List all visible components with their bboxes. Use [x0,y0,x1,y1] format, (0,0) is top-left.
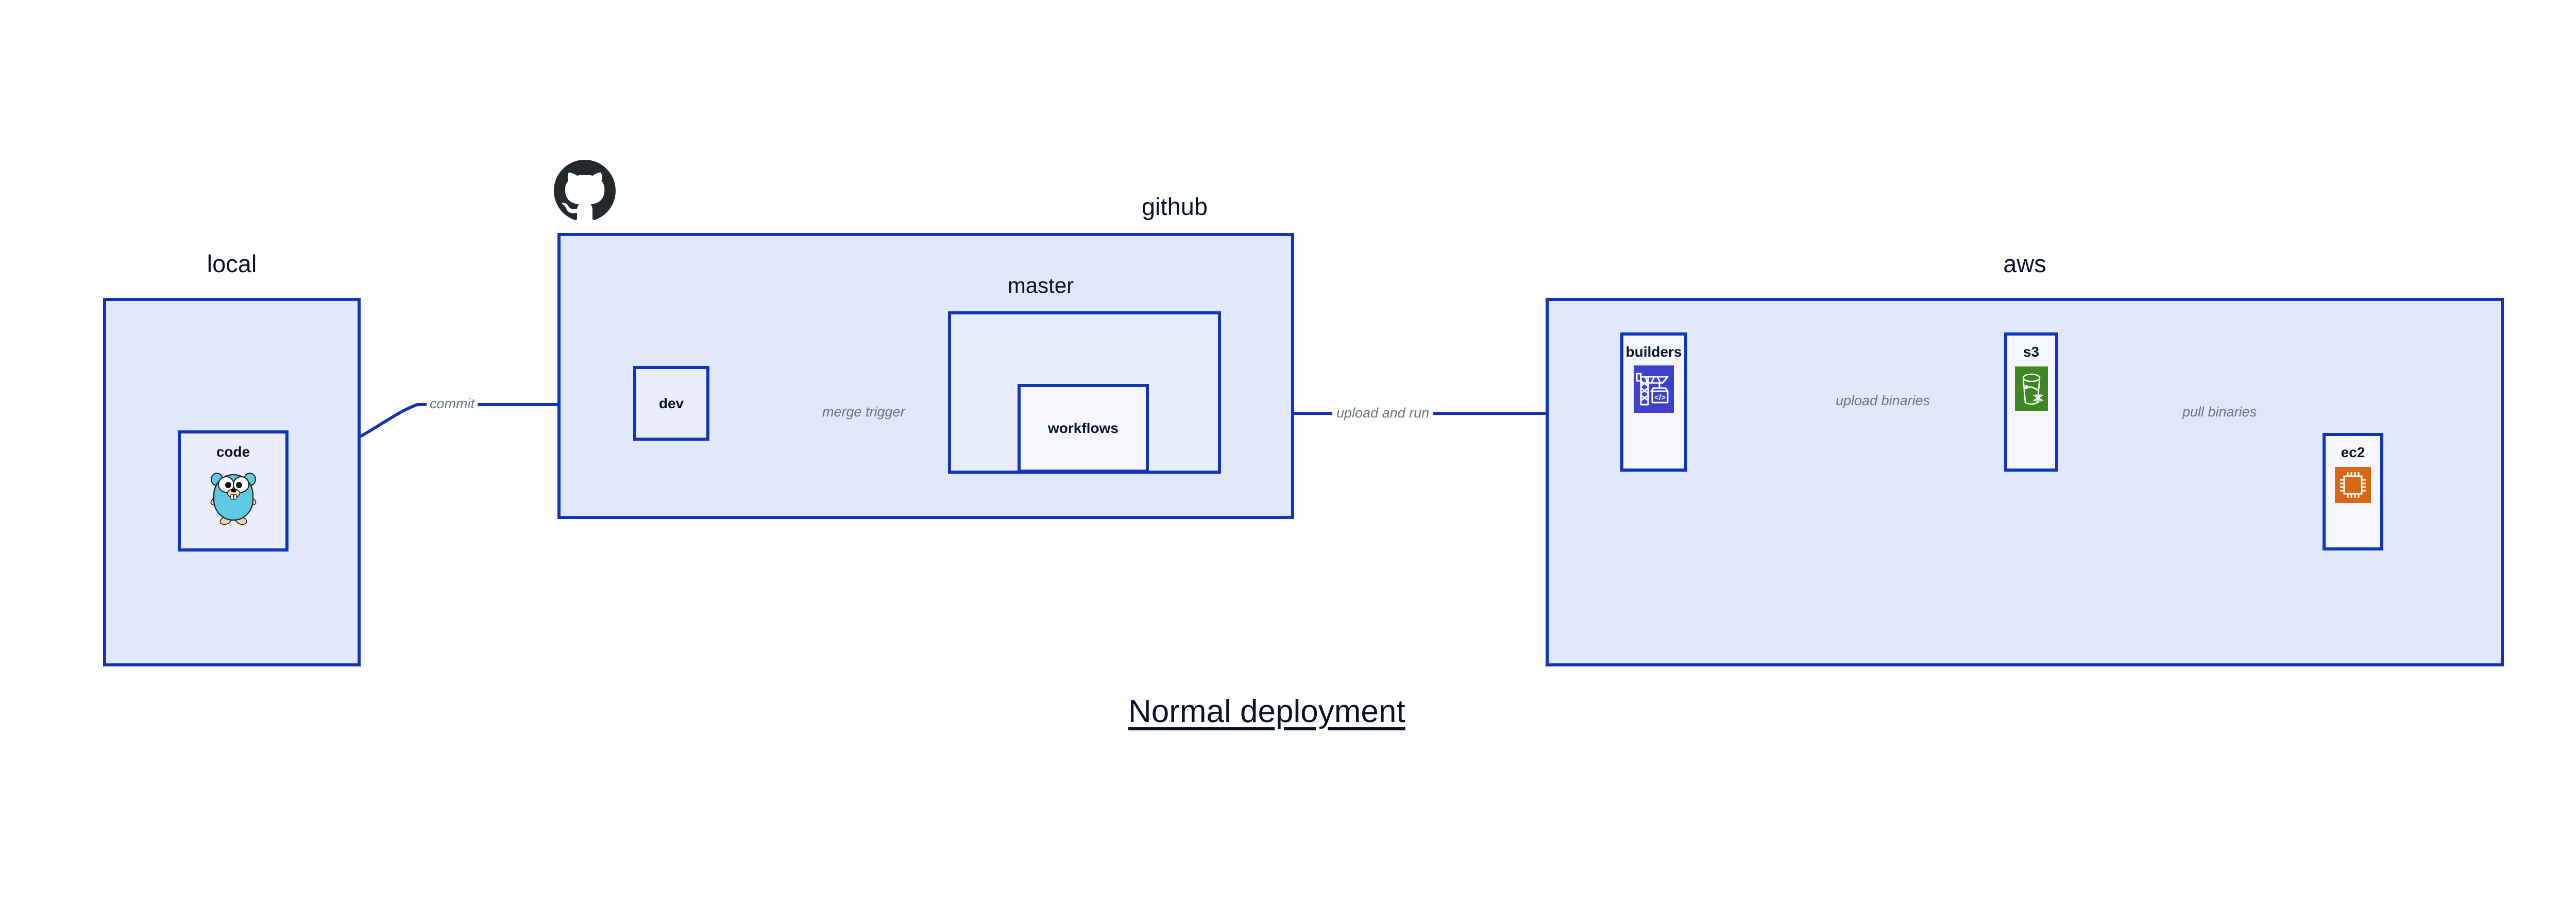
node-dev[interactable]: dev [633,366,709,441]
group-label-aws: aws [2003,250,2046,277]
diagram-title: Normal deployment [1128,694,1405,729]
aws-crane-builders-icon: </> [1634,365,1674,415]
edge-label-upload-binaries: upload binaries [1832,394,1935,408]
aws-s3-bucket-icon [2014,366,2048,413]
edge-label-merge-trigger: merge trigger [818,405,909,419]
node-code[interactable]: code [178,430,289,552]
node-ec2-label: ec2 [2341,444,2365,460]
node-workflows[interactable]: workflows [1018,384,1149,473]
edge-label-commit: commit [427,397,478,411]
node-s3-label: s3 [2023,344,2040,360]
node-s3[interactable]: s3 [2004,332,2058,472]
node-code-label: code [216,444,250,460]
go-gopher-icon [209,467,258,528]
edge-label-upload-and-run: upload and run [1332,406,1434,420]
node-workflows-label: workflows [1048,420,1118,436]
edge-label-pull-binaries: pull binaries [2178,405,2261,419]
node-builders[interactable]: builders </> [1620,332,1687,472]
github-octocat-logo [554,160,616,224]
svg-text:</>: </> [1654,393,1666,402]
group-label-github: github [1141,193,1208,220]
aws-ec2-chip-icon [2335,467,2371,506]
node-builders-label: builders [1625,344,1682,360]
node-ec2[interactable]: ec2 [2323,433,2383,550]
group-label-local: local [207,250,257,277]
node-dev-label: dev [658,395,684,411]
group-label-master: master [1007,273,1074,297]
